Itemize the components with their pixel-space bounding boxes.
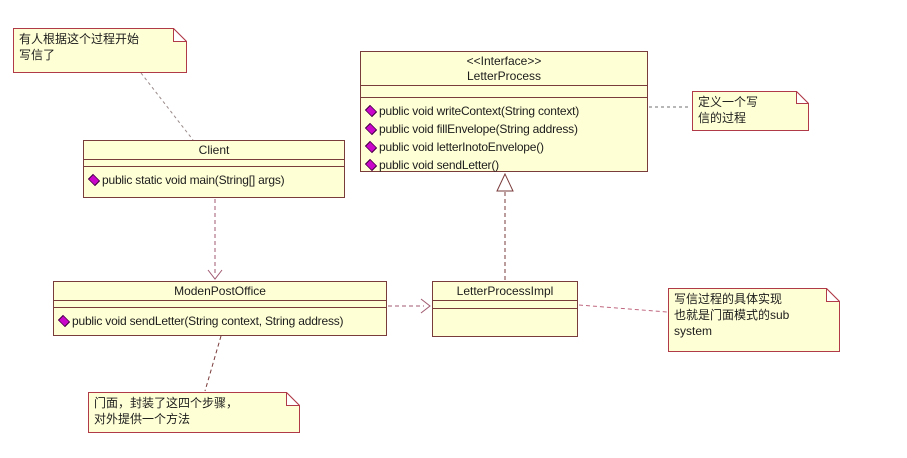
attributes-compartment bbox=[84, 160, 344, 167]
method-label: public void sendLetter(String context, S… bbox=[72, 314, 344, 328]
method-label: public void sendLetter() bbox=[379, 158, 499, 172]
class-letterprocessimpl[interactable]: LetterProcessImpl bbox=[432, 281, 578, 337]
attributes-compartment bbox=[361, 86, 647, 98]
method-row: public void fillEnvelope(String address) bbox=[364, 120, 643, 138]
class-letterprocessimpl-title: LetterProcessImpl bbox=[433, 282, 577, 301]
office-to-note-facade-link[interactable] bbox=[204, 335, 222, 392]
class-letterprocess[interactable]: <<Interface>> LetterProcess public void … bbox=[360, 51, 648, 172]
public-method-icon bbox=[87, 173, 101, 187]
note-start[interactable]: 有人根据这个过程开始 写信了 bbox=[13, 28, 187, 73]
impl-to-note-subsystem-link[interactable] bbox=[578, 304, 668, 313]
public-method-icon bbox=[364, 104, 378, 118]
note-subsystem-text: 写信过程的具体实现 也就是门面模式的sub system bbox=[674, 292, 790, 338]
class-client[interactable]: Client public static void main(String[] … bbox=[83, 140, 345, 198]
method-row: public void writeContext(String context) bbox=[364, 102, 643, 120]
public-method-icon bbox=[364, 158, 378, 172]
class-modenpostoffice-title: ModenPostOffice bbox=[54, 282, 386, 301]
public-method-icon bbox=[364, 122, 378, 136]
public-method-icon bbox=[57, 314, 71, 328]
note-start-text: 有人根据这个过程开始 写信了 bbox=[19, 32, 140, 62]
method-label: public static void main(String[] args) bbox=[102, 173, 285, 187]
note-shape bbox=[13, 28, 187, 73]
note-shape bbox=[668, 288, 840, 352]
class-stereotype: <<Interface>> bbox=[466, 54, 542, 68]
class-modenpostoffice[interactable]: ModenPostOffice public void sendLetter(S… bbox=[53, 281, 387, 336]
class-letterprocess-title: <<Interface>> LetterProcess bbox=[361, 52, 647, 86]
note-define-text: 定义一个写 信的过程 bbox=[698, 95, 759, 125]
method-row: public static void main(String[] args) bbox=[87, 171, 340, 189]
note-shape bbox=[88, 392, 300, 433]
methods-compartment bbox=[433, 309, 577, 336]
public-method-icon bbox=[364, 140, 378, 154]
class-name: LetterProcessImpl bbox=[456, 284, 554, 298]
method-row: public void letterInotoEnvelope() bbox=[364, 138, 643, 156]
method-row: public void sendLetter() bbox=[364, 156, 643, 174]
method-label: public void writeContext(String context) bbox=[379, 104, 580, 118]
methods-compartment: public static void main(String[] args) bbox=[84, 167, 344, 197]
attributes-compartment bbox=[433, 301, 577, 309]
method-label: public void fillEnvelope(String address) bbox=[379, 122, 578, 136]
note-facade-text: 门面，封装了这四个步骤， 对外提供一个方法 bbox=[94, 396, 239, 426]
class-name: LetterProcess bbox=[466, 69, 542, 83]
office-to-impl-arrowhead bbox=[420, 298, 431, 314]
class-name: Client bbox=[198, 143, 230, 157]
class-client-title: Client bbox=[84, 141, 344, 160]
client-to-office-arrowhead bbox=[207, 269, 223, 280]
class-name: ModenPostOffice bbox=[174, 284, 266, 298]
attributes-compartment bbox=[54, 301, 386, 308]
method-label: public void letterInotoEnvelope() bbox=[379, 140, 544, 154]
methods-compartment: public void writeContext(String context)… bbox=[361, 98, 647, 176]
note-shape bbox=[692, 91, 809, 131]
note-start-to-client-link[interactable] bbox=[140, 72, 194, 141]
note-facade[interactable]: 门面，封装了这四个步骤， 对外提供一个方法 bbox=[88, 392, 300, 433]
realization-triangle bbox=[496, 172, 514, 192]
method-row: public void sendLetter(String context, S… bbox=[57, 312, 382, 330]
methods-compartment: public void sendLetter(String context, S… bbox=[54, 308, 386, 335]
note-subsystem[interactable]: 写信过程的具体实现 也就是门面模式的sub system bbox=[668, 288, 840, 352]
note-define[interactable]: 定义一个写 信的过程 bbox=[692, 91, 809, 131]
